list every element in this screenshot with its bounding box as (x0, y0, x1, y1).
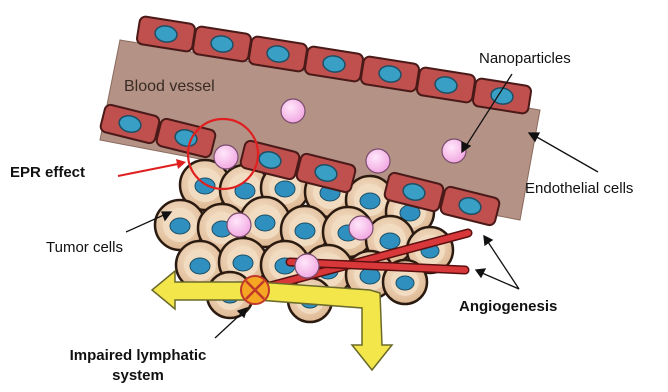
lymphatic-arrow-down (258, 282, 392, 370)
epr-arrow (118, 159, 186, 176)
impaired-lymphatic-line2: system (48, 366, 228, 386)
blood-vessel-label: Blood vessel (124, 78, 215, 96)
endothelial-cells-label: Endothelial cells (525, 180, 633, 197)
angiogenesis-label: Angiogenesis (459, 298, 557, 315)
blocked-lymph-icon (241, 276, 269, 304)
impaired-lymphatic-line1: Impaired lymphatic (48, 346, 228, 366)
nanoparticle (214, 145, 238, 169)
tumor-cells-label: Tumor cells (46, 239, 123, 256)
nanoparticles-label: Nanoparticles (479, 50, 571, 67)
nanoparticle (349, 216, 373, 240)
impaired-lymphatic-label: Impaired lymphatic system (48, 346, 228, 386)
epr-effect-label: EPR effect (10, 164, 85, 181)
nanoparticle (281, 99, 305, 123)
nanoparticle (366, 149, 390, 173)
nanoparticle (295, 254, 319, 278)
nanoparticle (227, 213, 251, 237)
